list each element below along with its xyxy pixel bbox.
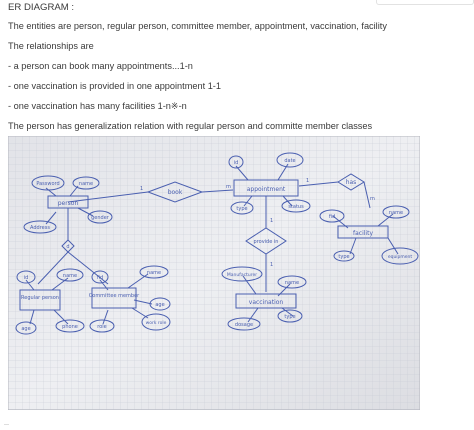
top-right-box: [376, 0, 474, 5]
attr-name: name: [79, 181, 93, 187]
attr-fac-id-cm: fid: [97, 275, 103, 281]
relationship-item: - one vaccination has many facilities 1-…: [8, 101, 187, 111]
card-prov-appt: 1: [270, 218, 273, 224]
specialization-mark: d: [66, 244, 69, 250]
er-diagram-photo: person appointment facility Regular pers…: [8, 136, 420, 410]
attr-manufacturer: Manufacturer: [227, 272, 257, 278]
relationships-heading: The relationships are: [8, 41, 94, 51]
attr-cm-age: age: [155, 302, 164, 308]
attr-phone: phone: [62, 324, 78, 330]
attr-rp-id: id: [24, 275, 29, 281]
attr-address: Address: [30, 225, 50, 231]
heading: ER DIAGRAM :: [8, 2, 75, 13]
attr-cm-name: name: [147, 270, 161, 276]
entity-appointment: appointment: [247, 186, 286, 193]
attr-type: type: [236, 206, 247, 212]
entities-line: The entities are person, regular person,…: [8, 21, 387, 31]
relationship-item: - one vaccination is provided in one app…: [8, 81, 221, 91]
card-book-person: 1: [140, 186, 143, 192]
generalization-line: The person has generalization relation w…: [8, 121, 373, 131]
card-book-appt: m: [226, 184, 231, 190]
entity-regular-person: Regular person: [21, 295, 59, 301]
entity-facility: facility: [353, 230, 373, 237]
card-has-appt: 1: [306, 178, 309, 184]
relationship-item: - a person can book many appointments...…: [8, 61, 193, 71]
entity-committee-member: Committee member: [89, 293, 140, 299]
attr-gender: gender: [91, 215, 110, 221]
rel-book: book: [168, 189, 183, 196]
attr-equipment: equipment: [388, 254, 413, 260]
rel-has: has: [346, 179, 357, 186]
card-has-fac: m: [370, 196, 375, 202]
attr-fac-type: type: [338, 254, 349, 260]
attr-vacc-name: name: [285, 280, 299, 286]
attr-fac-id: fid: [329, 214, 335, 220]
attr-vacc-type: type: [284, 314, 295, 320]
attr-rp-name: name: [63, 273, 77, 279]
attr-status: status: [288, 204, 304, 210]
attr-dosage: dosage: [235, 322, 253, 328]
attr-role: role: [97, 324, 106, 330]
footer-mark: —: [4, 422, 9, 428]
attr-age: age: [21, 326, 30, 332]
attr-appt-id: id: [234, 160, 239, 166]
card-prov-vacc: 1: [270, 262, 273, 268]
entity-person: person: [58, 200, 79, 207]
attr-date: date: [284, 158, 295, 164]
attr-password: Password: [36, 181, 59, 187]
attr-fac-name: name: [389, 210, 403, 216]
rel-provide: provide in: [254, 239, 279, 245]
entity-vaccination: vaccination: [249, 299, 284, 306]
attr-work-role: work role: [146, 320, 167, 326]
